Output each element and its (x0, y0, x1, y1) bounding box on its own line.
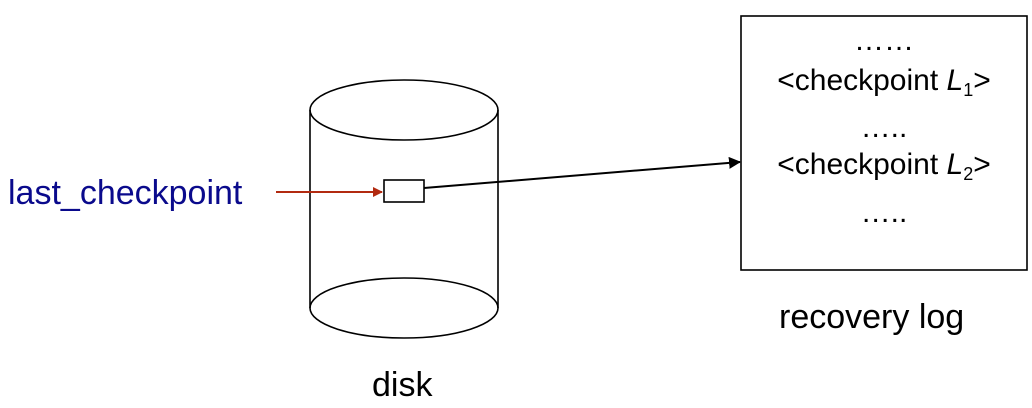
disk-bottom-ellipse (309, 277, 499, 339)
log-entry-checkpoint-1: <checkpoint L1> (741, 64, 1027, 100)
log-entry-suffix: > (973, 148, 991, 181)
log-entry-var: L (946, 64, 964, 97)
log-entry-suffix: > (973, 64, 991, 97)
log-entry-subscript: 2 (963, 164, 974, 184)
log-entry-checkpoint-2: <checkpoint L2> (741, 148, 1027, 184)
log-entry-prefix: <checkpoint (777, 64, 947, 97)
checkpoint-pointer-cell (383, 179, 425, 203)
disk-label: disk (372, 366, 433, 404)
recovery-log-box (740, 15, 1028, 271)
last-checkpoint-label: last_checkpoint (8, 174, 243, 212)
log-reference-arrow (423, 156, 741, 189)
log-entry-prefix: <checkpoint (777, 148, 947, 181)
log-ellipsis-middle: ….. (860, 111, 908, 144)
disk-cylinder (309, 79, 499, 339)
recovery-log-label: recovery log (779, 298, 965, 336)
log-ellipsis-top: …… (854, 24, 914, 57)
log-ellipsis-bottom: ….. (860, 196, 908, 229)
log-entry-var: L (946, 148, 964, 181)
disk-top-ellipse (309, 79, 499, 141)
log-entry-subscript: 1 (963, 80, 974, 100)
